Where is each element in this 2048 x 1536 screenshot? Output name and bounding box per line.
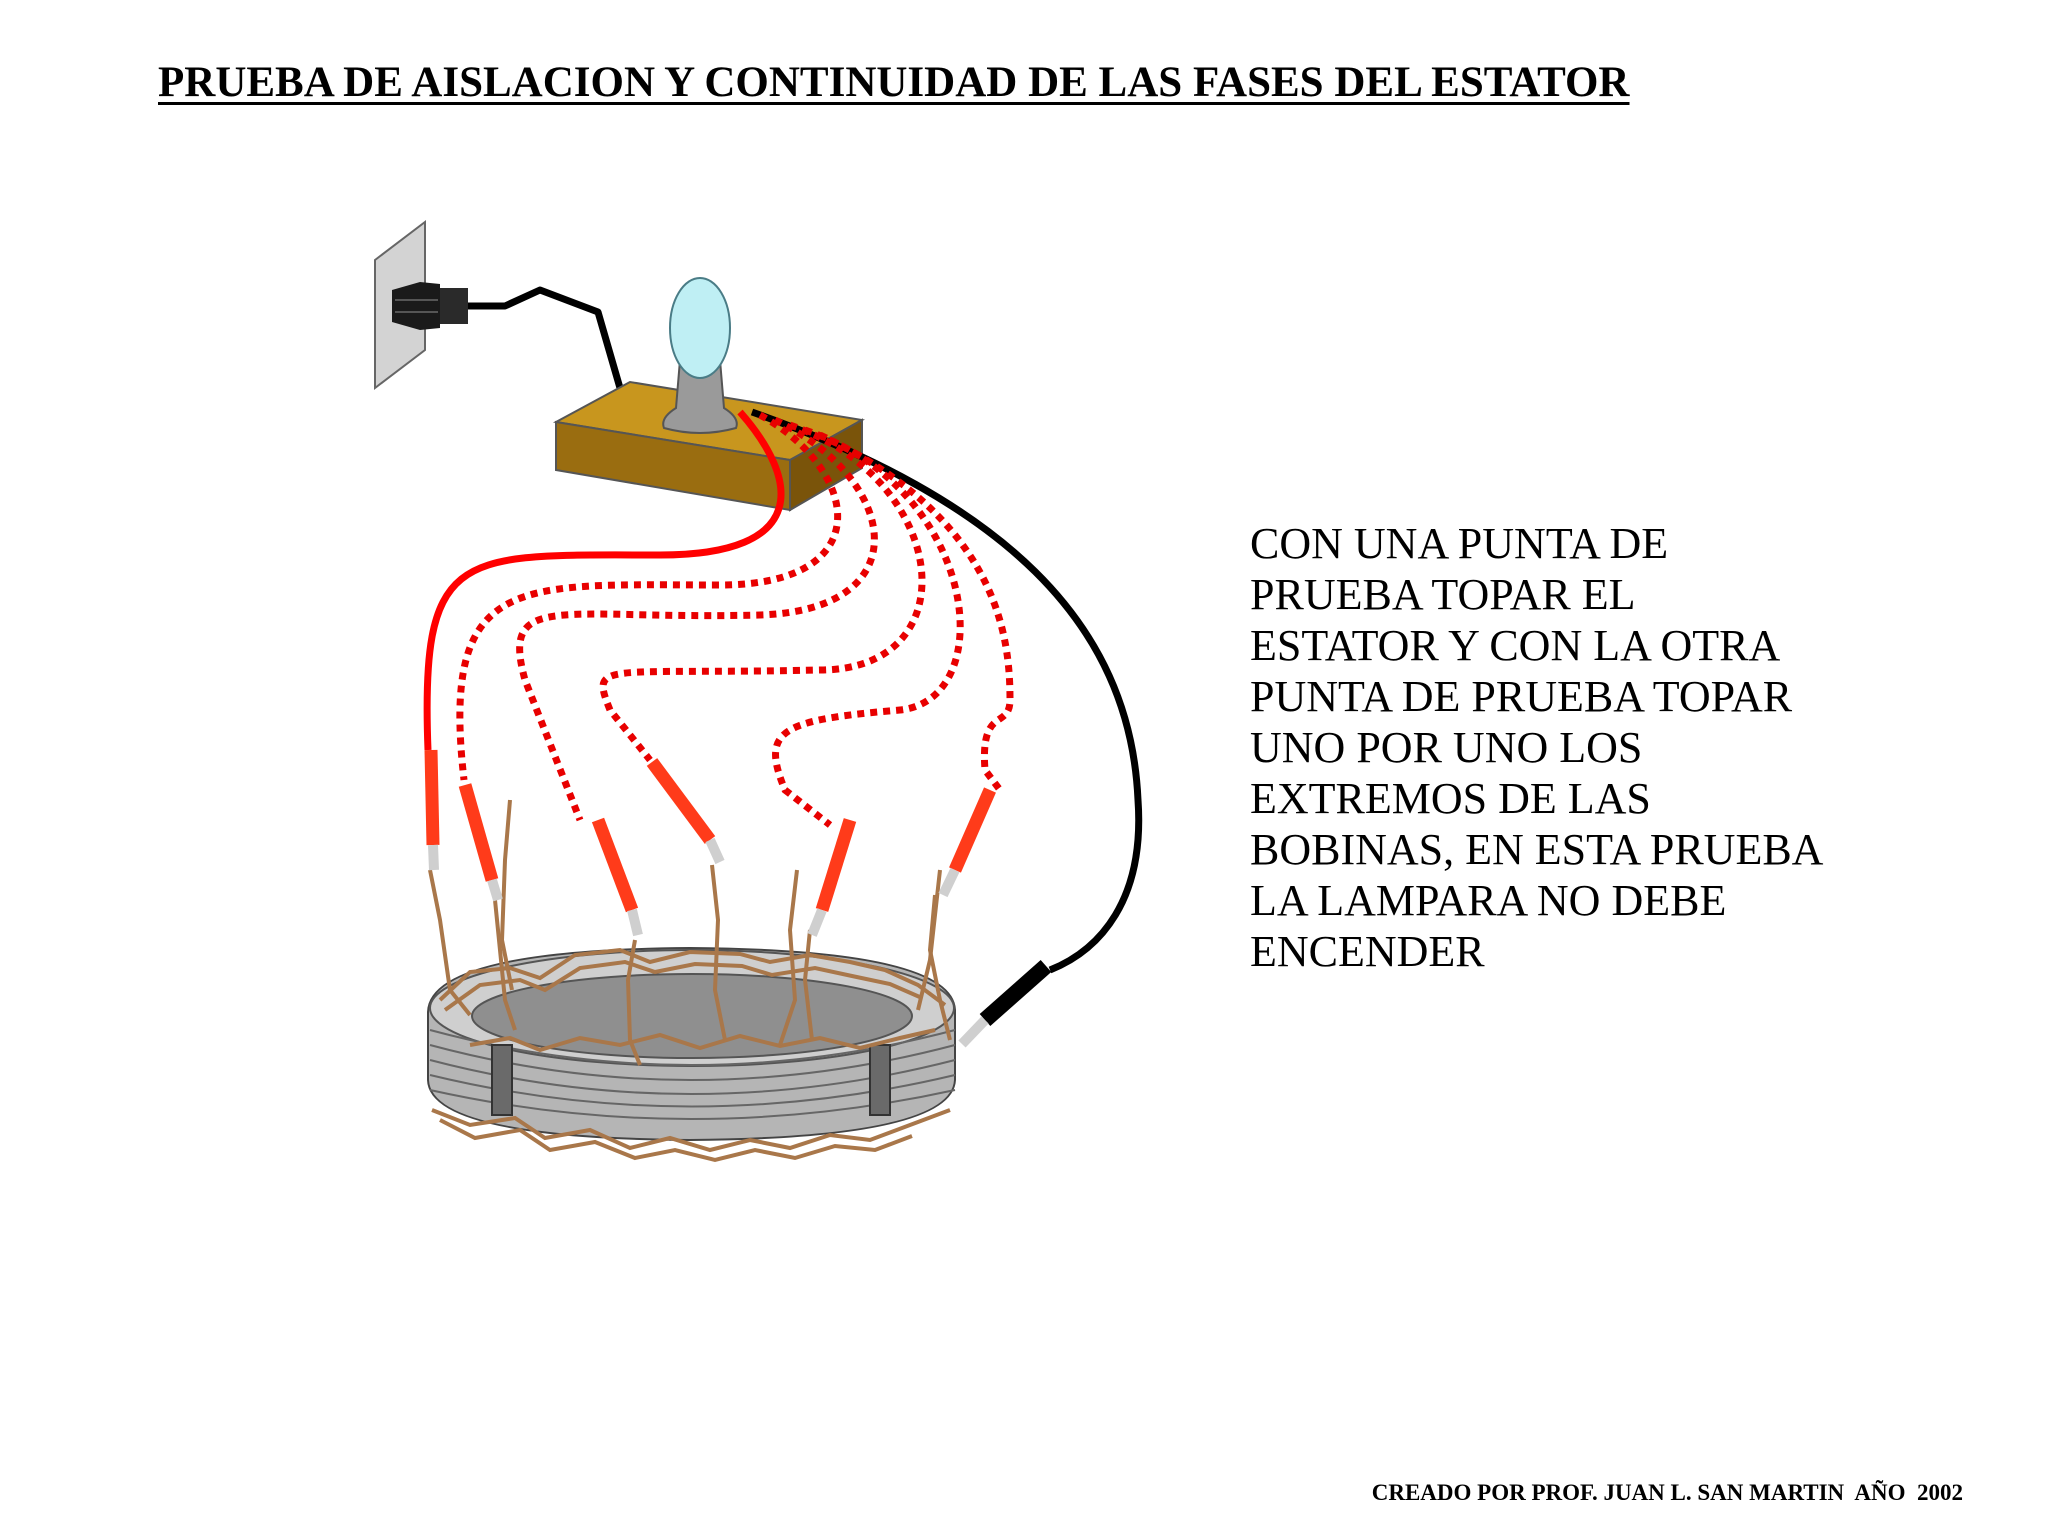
probe-tip <box>458 783 499 882</box>
red-probe-alternate-positions <box>456 411 1014 828</box>
coil-leads <box>428 799 952 1066</box>
probe-tip <box>815 818 857 912</box>
instruction-line: PUNTA DE PRUEBA TOPAR <box>1250 672 1793 721</box>
instructions-text: CON UNA PUNTA DE PRUEBA TOPAR EL ESTATOR… <box>1250 518 1970 977</box>
instruction-line: ENCENDER <box>1250 927 1485 976</box>
probe-tip <box>646 758 716 844</box>
instruction-line: LA LAMPARA NO DEBE <box>1250 876 1727 925</box>
probe-tip <box>424 749 440 846</box>
instruction-line: EXTREMOS DE LAS <box>1250 774 1651 823</box>
instruction-line: CON UNA PUNTA DE <box>1250 519 1669 568</box>
author-credit: CREADO POR PROF. JUAN L. SAN MARTIN AÑO … <box>1371 1480 1963 1505</box>
red-test-lead <box>423 409 785 751</box>
instruction-line: UNO POR UNO LOS <box>1250 723 1643 772</box>
stator-windings <box>431 947 951 1163</box>
black-test-lead <box>750 408 1143 974</box>
probe-tip <box>949 787 996 873</box>
instruction-line: BOBINAS, EN ESTA PRUEBA <box>1250 825 1824 874</box>
light-bulb-icon <box>662 277 738 434</box>
plug-icon <box>392 282 468 330</box>
instruction-line: ESTATOR Y CON LA OTRA <box>1250 621 1781 670</box>
probe-tip <box>591 817 639 913</box>
probe-tips <box>424 749 996 937</box>
black-probe-tip <box>979 960 1052 1026</box>
page-title: PRUEBA DE AISLACION Y CONTINUIDAD DE LAS… <box>158 59 1630 106</box>
instruction-line: PRUEBA TOPAR EL <box>1250 570 1636 619</box>
